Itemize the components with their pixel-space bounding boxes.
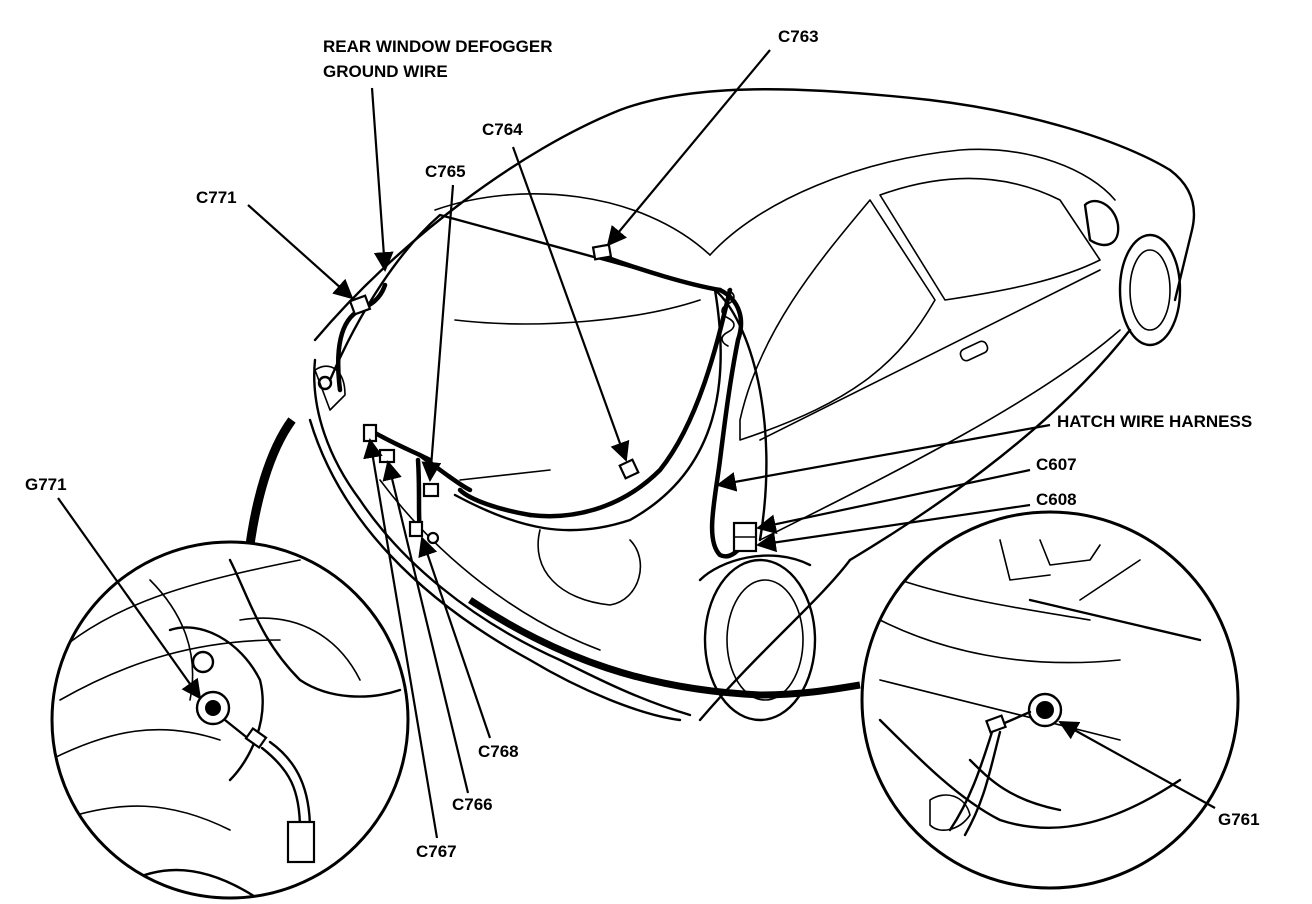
inset-link-left (243, 417, 296, 561)
label-c607: C607 (1036, 455, 1077, 474)
label-c608: C608 (1036, 490, 1077, 509)
label-g761: G761 (1218, 810, 1260, 829)
connector-c767 (362, 423, 378, 443)
label-c763: C763 (778, 27, 819, 46)
label-c771: C771 (196, 188, 237, 207)
label-defogger-ground-2: GROUND WIRE (323, 62, 448, 81)
label-c764: C764 (482, 120, 523, 139)
label-c767: C767 (416, 842, 457, 861)
connector-c763 (591, 243, 613, 261)
ground-point (426, 531, 440, 545)
hatch-wire-harness (335, 252, 748, 559)
callout-labels: REAR WINDOW DEFOGGER GROUND WIRE C763 C7… (25, 27, 1260, 861)
inset-g761 (860, 510, 1240, 890)
label-c765: C765 (425, 162, 466, 181)
connector-c771 (348, 294, 372, 316)
inset-link-right (468, 597, 861, 699)
label-hatch-wire-harness: HATCH WIRE HARNESS (1057, 412, 1252, 431)
label-c768: C768 (478, 742, 519, 761)
inset-g771 (50, 540, 410, 900)
label-g771: G771 (25, 475, 67, 494)
label-c766: C766 (452, 795, 493, 814)
connector-c768 (408, 520, 424, 538)
label-defogger-ground-1: REAR WINDOW DEFOGGER (323, 37, 553, 56)
connector-c764 (618, 458, 640, 480)
connectors (348, 243, 758, 553)
connector-c765 (422, 482, 440, 498)
leader-lines (57, 49, 1216, 839)
connector-c766 (378, 448, 396, 464)
